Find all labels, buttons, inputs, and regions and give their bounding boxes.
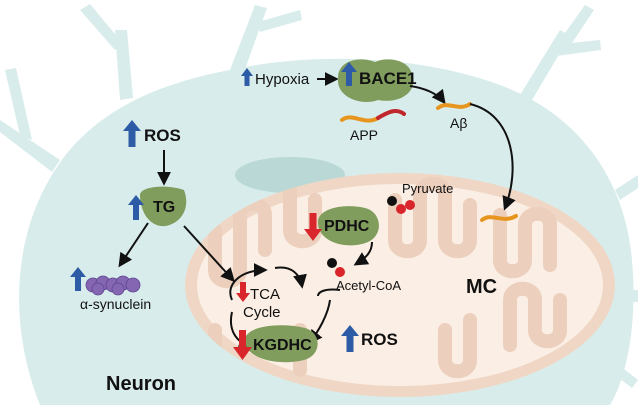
bace1-up-icon (341, 62, 357, 86)
bace1-to-abeta-arrow (409, 85, 446, 105)
kgdhc-down-icon (233, 330, 252, 360)
abeta-peptide-in-mito (480, 214, 518, 222)
app-peptide (340, 115, 380, 123)
tca-down-icon (236, 282, 250, 302)
pdhc-enzyme (318, 206, 379, 246)
app-peptide-red (376, 109, 406, 120)
bace1-enzyme (337, 59, 414, 102)
tg-enzyme (140, 186, 187, 227)
ros-bottom-label: ROS (361, 330, 398, 349)
pdhc-label: PDHC (324, 218, 370, 235)
acetyl-coa-molecule (327, 258, 345, 277)
pdhc-down-icon (304, 213, 322, 241)
mc-label: MC (466, 276, 497, 298)
bace1-label: BACE1 (359, 69, 417, 88)
tca-label-line2: Cycle (243, 304, 281, 321)
tca-label-line1: TCA (250, 286, 280, 303)
tg-up-icon (128, 195, 144, 220)
abeta-label: Aβ (450, 115, 467, 131)
pyruvate-molecule (387, 196, 415, 214)
tg-to-synuclein-arrow (118, 222, 149, 268)
hypoxia-label: Hypoxia (255, 71, 310, 88)
alpha-synuclein-aggregate (85, 275, 141, 296)
ros-top-label: ROS (144, 126, 181, 145)
acetyl-coa-label: Acetyl-CoA (336, 278, 401, 293)
ros-bottom-up-icon (341, 325, 359, 352)
synuclein-up-icon (70, 267, 86, 291)
app-label: APP (350, 127, 378, 143)
pyruvate-label: Pyruvate (402, 181, 453, 196)
kgdhc-enzyme (245, 325, 318, 363)
ros-top-up-icon (123, 120, 141, 147)
alpha-synuclein-label: α-synuclein (80, 296, 151, 312)
abeta-peptide (436, 102, 472, 110)
hypoxia-up-icon (241, 68, 253, 86)
tg-label: TG (153, 199, 175, 216)
pyruvate-to-acetylcoa-arrow (353, 241, 373, 266)
kgdhc-label: KGDHC (253, 337, 312, 354)
neuron-label: Neuron (106, 373, 176, 395)
abeta-to-mito-arrow (469, 103, 516, 211)
tg-to-tca-arrow (183, 225, 235, 283)
